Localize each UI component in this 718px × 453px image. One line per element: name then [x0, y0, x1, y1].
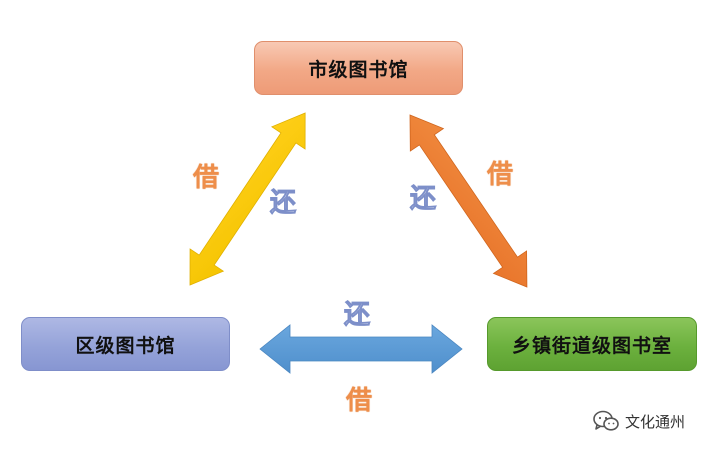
watermark: 文化通州 — [593, 410, 685, 432]
wechat-icon — [593, 410, 619, 432]
township-library-label: 乡镇街道级图书室 — [511, 334, 672, 357]
district-library-node: 区级图书馆 — [21, 317, 230, 371]
right-borrow-label: 借 — [487, 160, 514, 190]
township-library-node: 乡镇街道级图书室 — [487, 317, 697, 371]
right-double-arrow — [409, 114, 528, 288]
left-double-arrow — [189, 112, 306, 286]
bottom-return-label: 还 — [343, 300, 371, 330]
watermark-text: 文化通州 — [625, 412, 686, 431]
left-return-label: 还 — [269, 188, 297, 218]
city-library-label: 市级图书馆 — [308, 58, 409, 81]
right-return-label: 还 — [409, 184, 437, 214]
district-library-label: 区级图书馆 — [75, 334, 176, 357]
left-borrow-label: 借 — [193, 163, 220, 193]
city-library-node: 市级图书馆 — [254, 41, 463, 95]
bottom-double-arrow — [259, 324, 463, 374]
bottom-borrow-label: 借 — [346, 386, 373, 416]
